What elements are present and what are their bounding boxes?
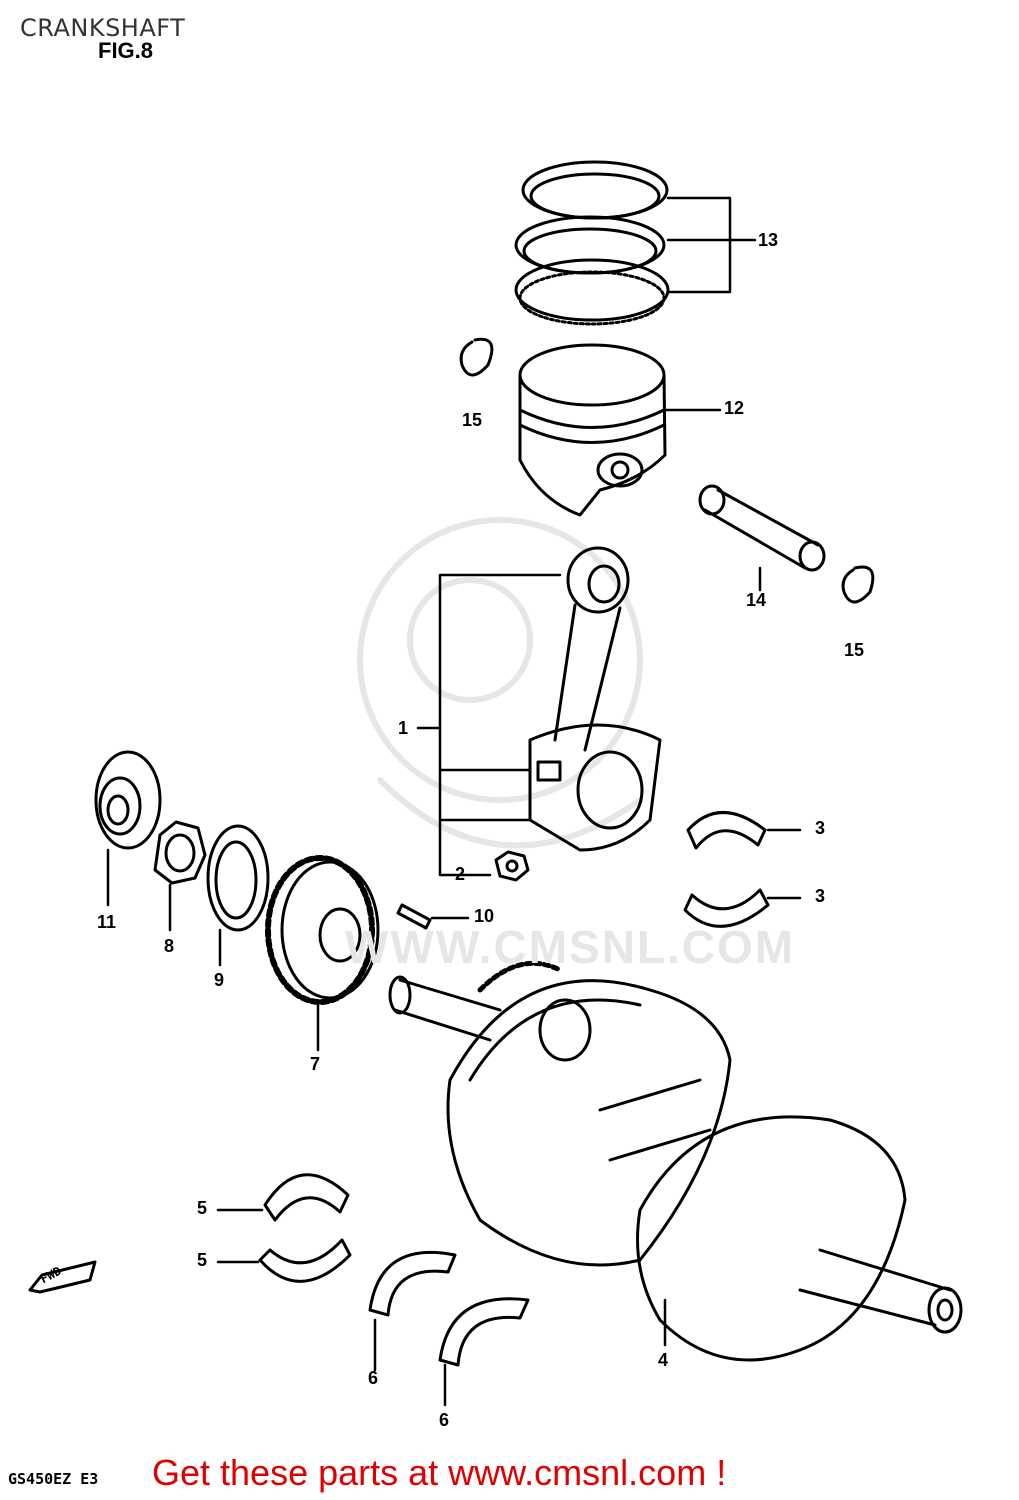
piston-12 [518,343,667,517]
callout-3-upper: 3 [815,818,826,838]
thrust-washer-6-right [438,1297,530,1367]
fwd-arrow-icon [28,1260,97,1294]
callout-5-upper: 5 [197,1198,208,1218]
conrod-bearing-3-lower [683,888,770,928]
callout-1: 1 [398,718,409,738]
callout-3-lower: 3 [815,886,826,906]
bearing-11 [94,750,162,850]
piston-rings-13 [514,160,670,326]
callout-11: 11 [97,912,117,932]
main-bearing-5-lower [258,1238,352,1283]
callout-14: 14 [746,590,767,610]
conrod-bearing-3-upper [686,811,767,850]
circlip-15-right [841,565,875,604]
callout-12: 12 [724,398,745,418]
callout-4: 4 [658,1350,669,1370]
watermark-text: WWW.CMSNL.COM [345,921,796,973]
thrust-washer-6-left [368,1250,457,1317]
page-title: CRANKSHAFT [20,14,186,42]
callout-6-left: 6 [368,1368,379,1388]
key-10 [396,903,432,930]
callout-2: 2 [455,864,466,884]
callout-15-right: 15 [844,640,865,660]
callout-6-right: 6 [439,1410,450,1430]
figure-number: FIG.8 [98,38,154,63]
callout-10: 10 [474,906,495,926]
connecting-rod-1 [528,546,662,852]
washer-9 [206,824,270,932]
nut-8 [153,820,207,885]
model-code: GS450EZ E3 [8,1470,99,1488]
callout-13: 13 [758,230,779,250]
callout-15-top: 15 [462,410,483,430]
main-bearing-5-upper [263,1173,350,1222]
circlip-15-top [459,337,494,377]
callout-7: 7 [310,1054,321,1074]
crankshaft-4 [388,960,963,1362]
callout-9: 9 [214,970,225,990]
callout-8: 8 [164,936,175,956]
callout-5-lower: 5 [197,1250,208,1270]
gear-7 [265,855,380,1005]
watermark-logo [357,517,643,849]
cta-link[interactable]: Get these parts at www.cmsnl.com ! [152,1452,727,1493]
piston-pin-14 [698,484,826,572]
nut-2 [494,850,530,882]
